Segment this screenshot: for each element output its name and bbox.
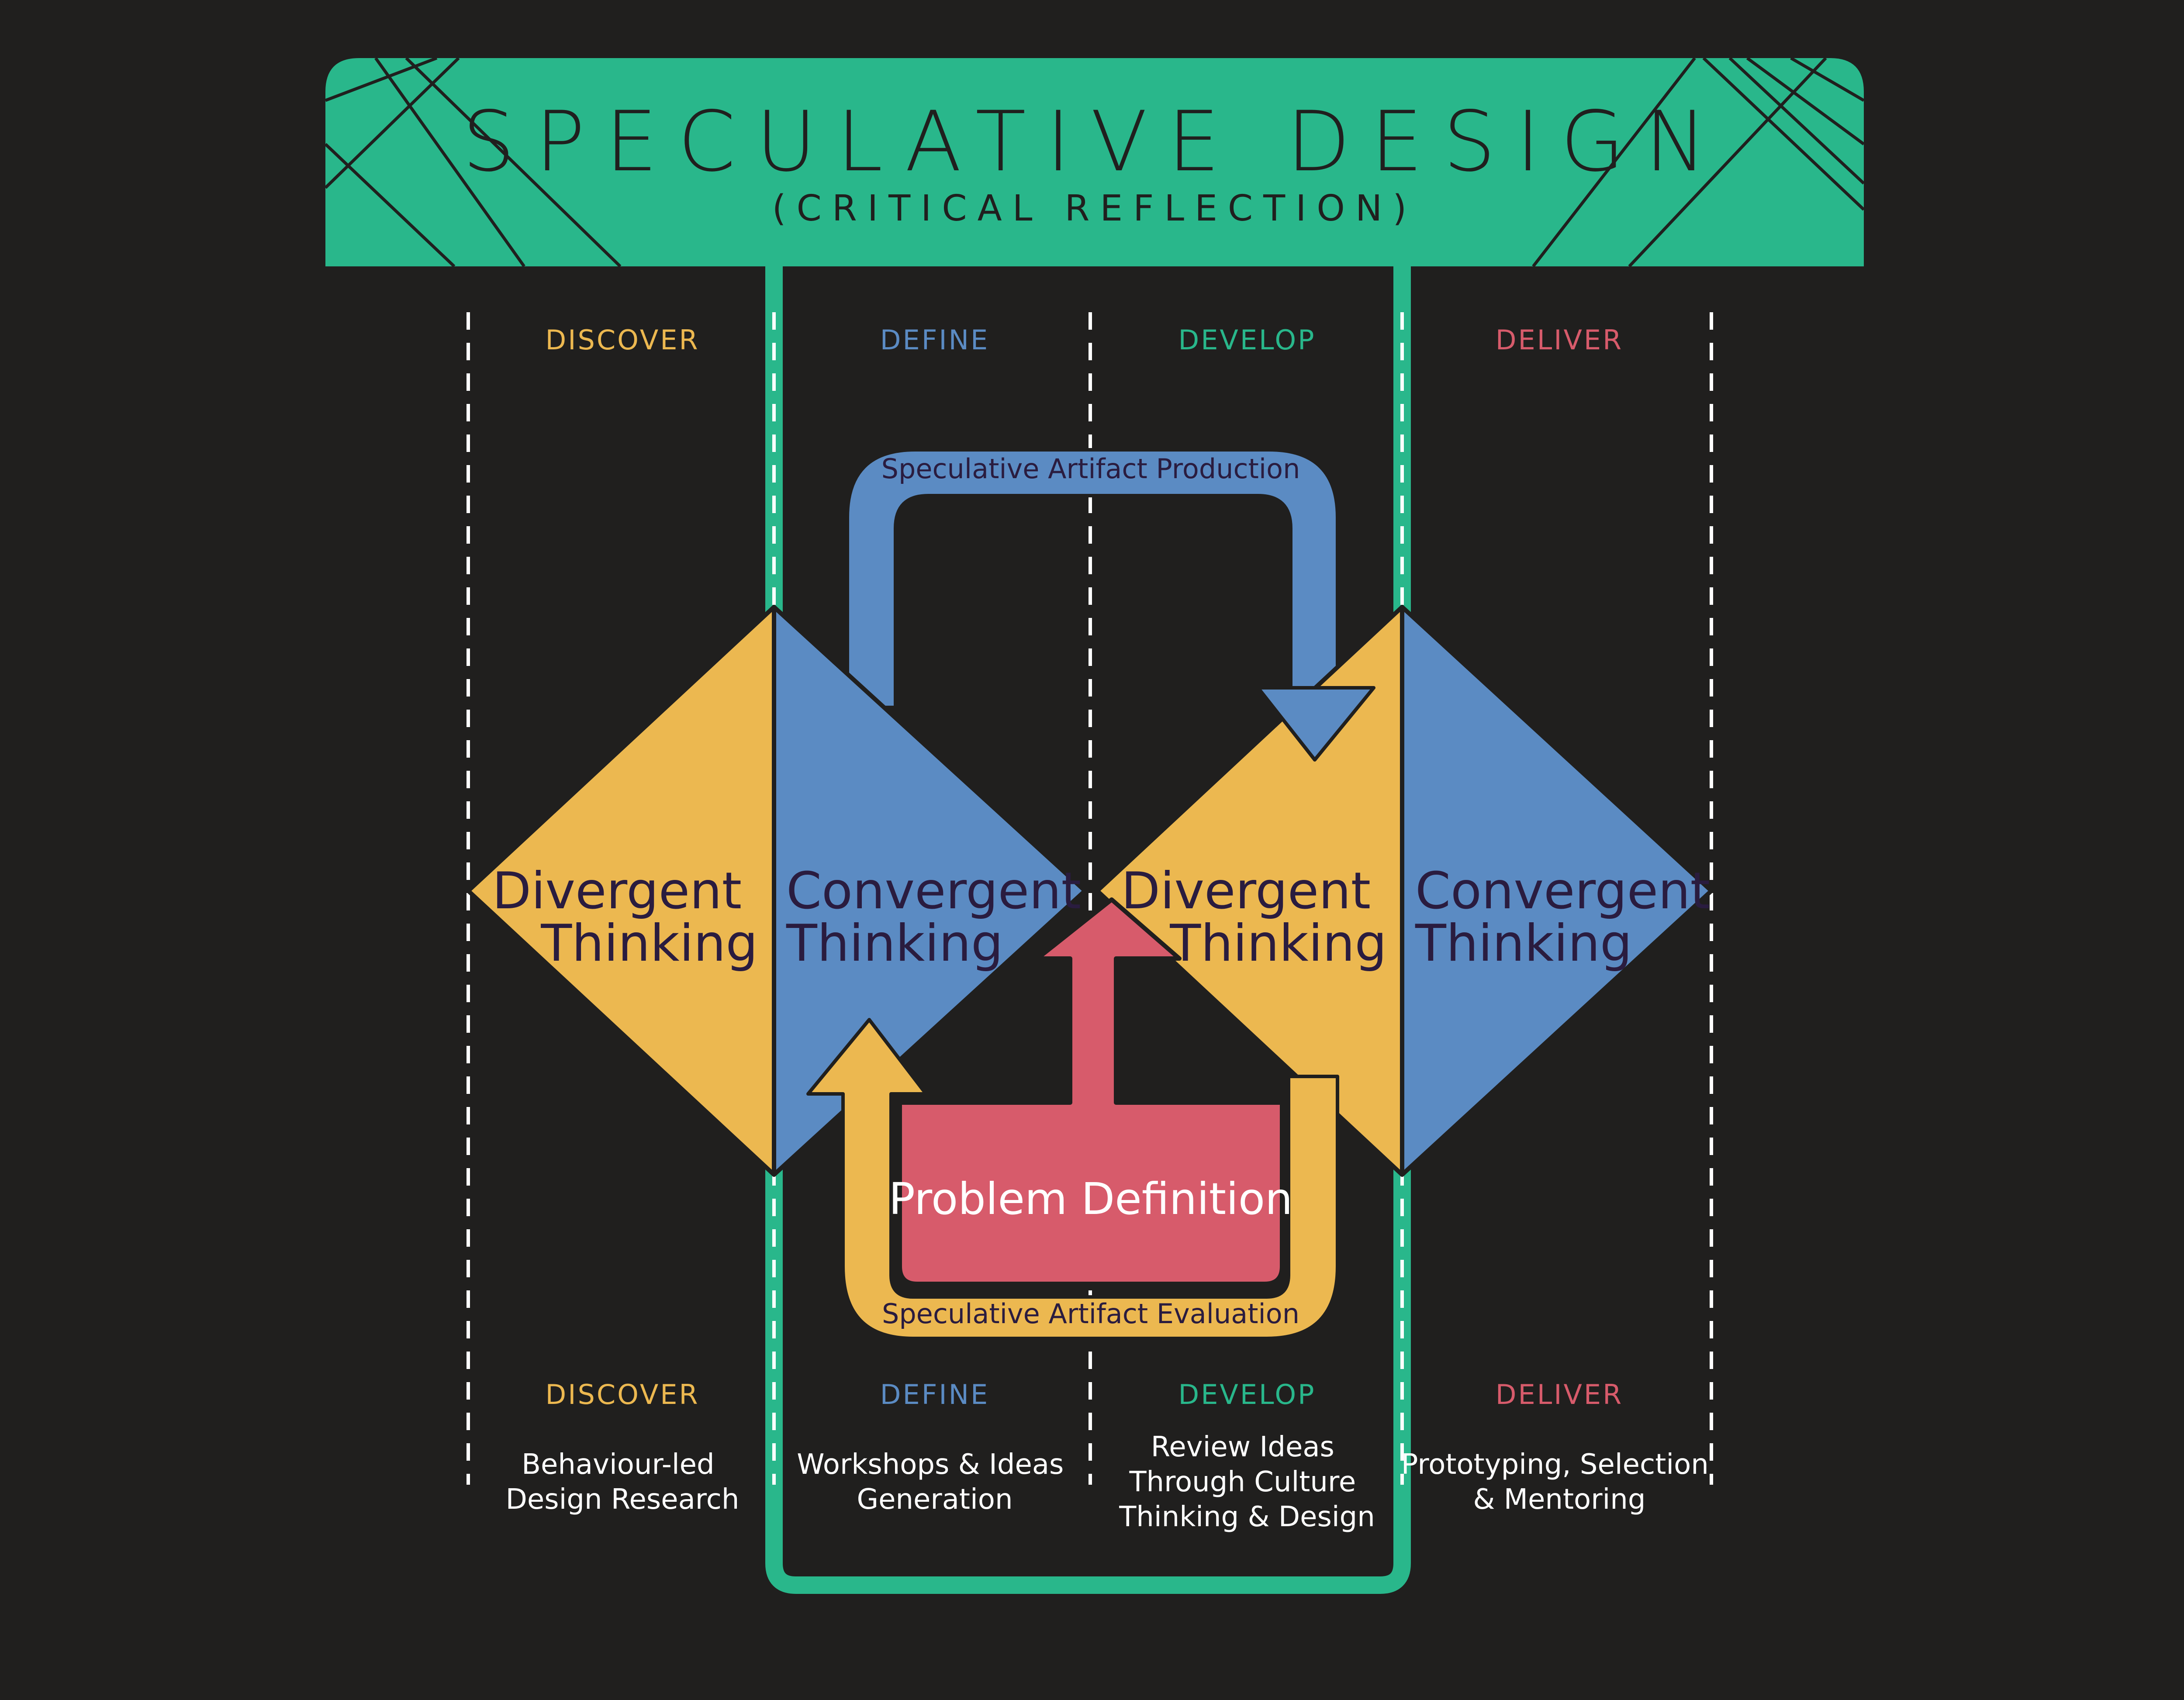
phase-descriptions: Behaviour-led Design Research Workshops … [506,1431,1717,1533]
phase-label-deliver-bottom: DELIVER [1496,1379,1623,1410]
phase-label-define-top: DEFINE [880,324,989,356]
phase-labels-bottom: DISCOVER DEFINE DEVELOP DELIVER [545,1379,1623,1410]
phase-label-deliver-top: DELIVER [1496,324,1623,356]
phase-label-develop-top: DEVELOP [1178,324,1316,356]
diamond-2-convergent-label: Convergent Thinking [1415,862,1726,973]
discover-description: Behaviour-led Design Research [506,1448,740,1516]
diamond-1-divergent-label: Divergent Thinking [492,862,758,973]
banner-subtitle: (CRITICAL REFLECTION) [772,188,1417,229]
phase-label-discover-top: DISCOVER [545,324,699,356]
banner-decorative-lines [325,58,1864,266]
phase-label-define-bottom: DEFINE [880,1379,989,1410]
diamond-1: Divergent Thinking Convergent Thinking [466,605,1097,1177]
define-description: Workshops & Ideas Generation [797,1448,1072,1516]
banner: SPECULATIVE DESIGN (CRITICAL REFLECTION) [325,58,1864,266]
diamond-1-convergent-label: Convergent Thinking [786,862,1097,973]
evaluation-loop-label: Speculative Artifact Evaluation [882,1298,1299,1330]
problem-definition: Problem Definition [889,897,1293,1286]
phase-label-develop-bottom: DEVELOP [1178,1379,1316,1410]
green-loop-line [765,262,1411,1594]
phase-labels-top: DISCOVER DEFINE DEVELOP DELIVER [545,324,1623,356]
production-loop-label: Speculative Artifact Production [881,453,1300,485]
production-arrow-head [1256,686,1375,762]
diamond-2-divergent-label: Divergent Thinking [1121,862,1387,973]
phase-label-discover-bottom: DISCOVER [545,1379,699,1410]
deliver-description: Prototyping, Selection & Mentoring [1401,1448,1717,1516]
problem-definition-label: Problem Definition [889,1173,1293,1224]
banner-title: SPECULATIVE DESIGN [462,93,1727,190]
develop-description: Review Ideas Through Culture Thinking & … [1119,1431,1375,1533]
evaluation-loop-arrow: Speculative Artifact Evaluation [806,1018,1339,1340]
